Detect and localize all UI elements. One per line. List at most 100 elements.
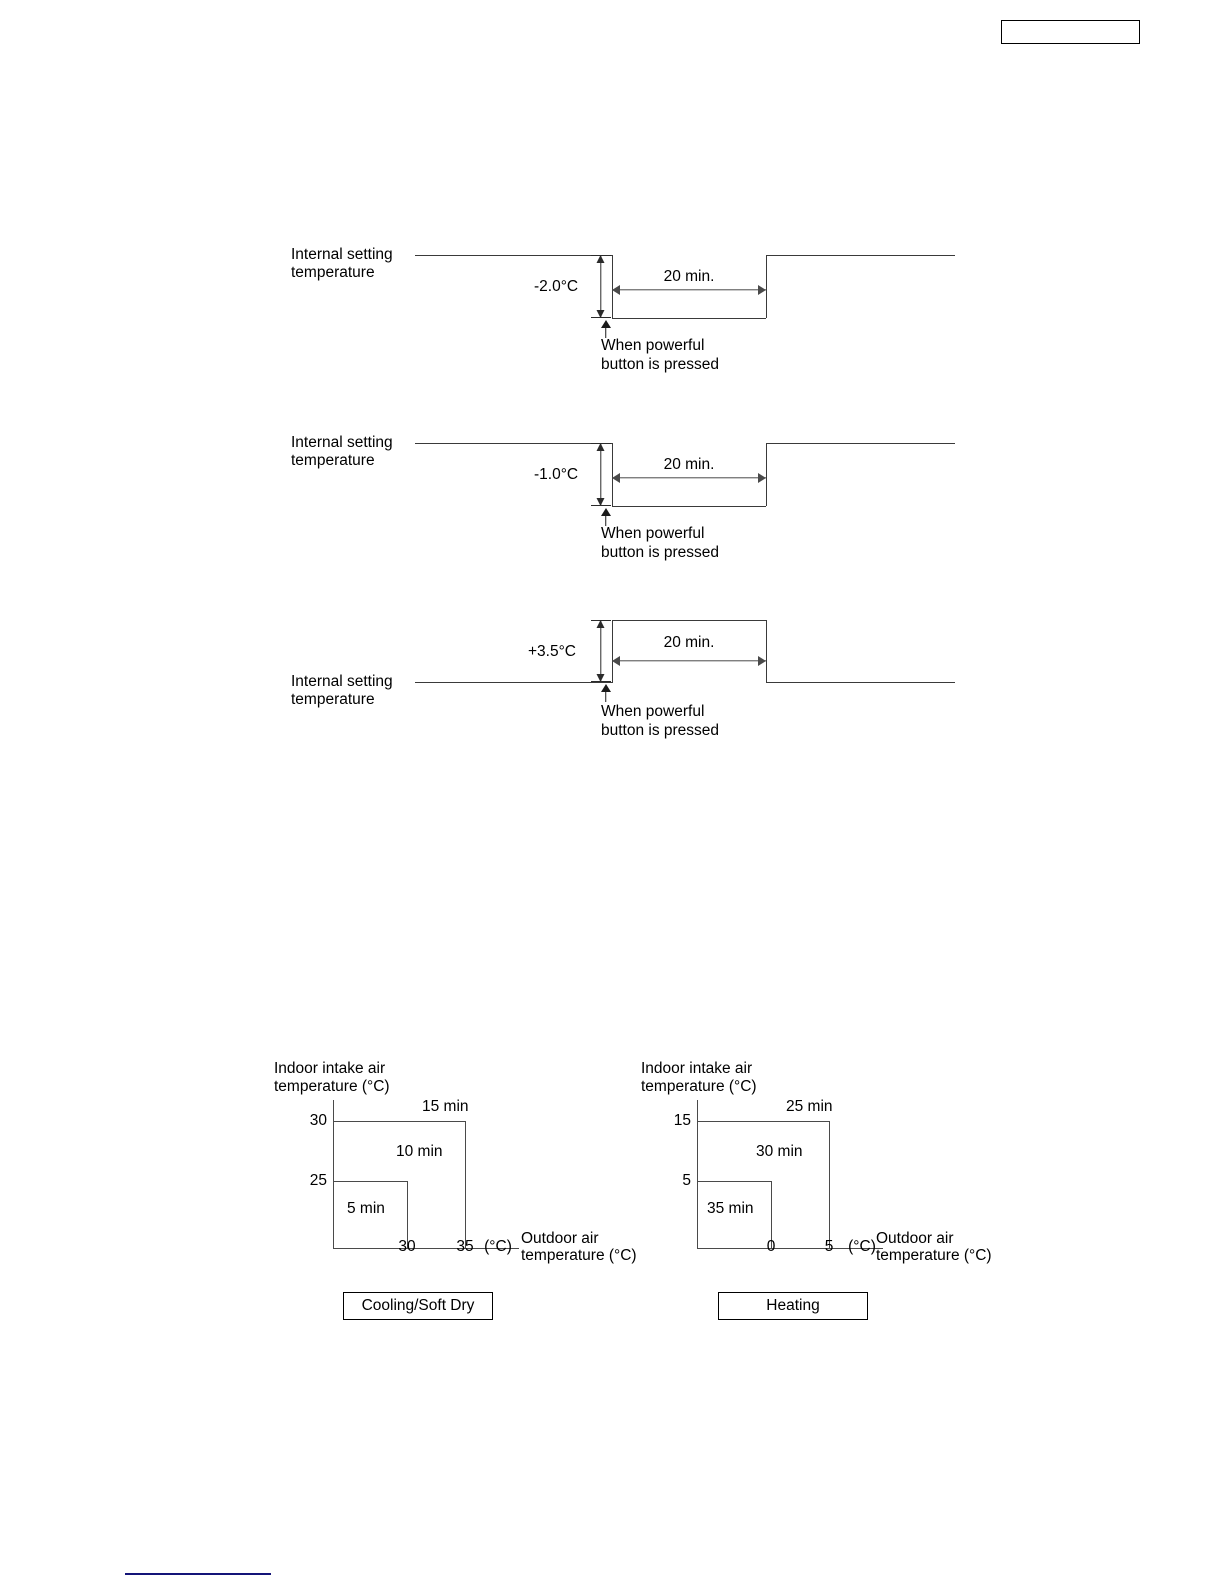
cooling-x-axis — [333, 1248, 519, 1249]
heating-ylabel-line2: temperature (°C) — [641, 1078, 757, 1095]
timing-1-delta-dimension — [591, 255, 611, 318]
timing-3-delta-arrow-up — [596, 620, 605, 628]
timing-1-baseline-left — [415, 255, 613, 256]
timing-2-rising-edge — [766, 443, 767, 506]
timing-2-delta-label: -1.0°C — [534, 466, 579, 483]
timing-1-delta-arrow-up — [596, 255, 605, 263]
timing-3-duration-bar — [612, 660, 766, 662]
timing-1-delta-arrow-down — [596, 310, 605, 318]
heating-region-35min: 35 min — [707, 1200, 754, 1217]
timing-1-delta-tick-bottom — [591, 317, 611, 318]
cooling-y-axis — [333, 1100, 334, 1249]
timing-2-delta-arrow-up — [596, 443, 605, 451]
timing-1-low-level — [612, 318, 766, 319]
timing-2-axis-label-line2: temperature — [291, 452, 375, 469]
heating-x-axis — [697, 1248, 883, 1249]
timing-1-duration-arrow-right — [758, 285, 766, 295]
heating-ytick-5: 5 — [682, 1172, 691, 1189]
timing-3-baseline-right — [766, 682, 955, 683]
cooling-outer-top-edge — [333, 1121, 465, 1122]
timing-3-duration-dimension — [612, 655, 766, 667]
timing-1-baseline-right — [766, 255, 955, 256]
heating-x-unit: (°C) — [848, 1238, 876, 1255]
timing-1-delta-bar — [600, 255, 602, 318]
heating-xlabel-line1: Outdoor air — [876, 1230, 954, 1247]
timing-1-rising-edge — [766, 255, 767, 318]
timing-3-delta-dimension — [591, 620, 611, 682]
cooling-region-5min: 5 min — [347, 1200, 385, 1217]
timing-2-delta-bar — [600, 443, 602, 506]
timing-1-trigger-arrow-head — [600, 320, 611, 328]
heating-caption-box: Heating — [718, 1292, 868, 1320]
timing-3-delta-arrow-down — [596, 674, 605, 682]
timing-1-axis-label-line1: Internal setting — [291, 246, 393, 263]
timing-1-duration-dimension — [612, 284, 766, 296]
timing-2-baseline-left — [415, 443, 613, 444]
cooling-ytick-30: 30 — [309, 1112, 327, 1129]
timing-2-low-level — [612, 506, 766, 507]
heating-xlabel-line2: temperature (°C) — [876, 1247, 992, 1264]
timing-3-delta-bar — [600, 620, 602, 682]
timing-2-trigger-arrow-head — [600, 508, 611, 516]
timing-2-axis-label-line1: Internal setting — [291, 434, 393, 451]
timing-1-duration-arrow-left — [612, 285, 620, 295]
timing-1-trigger-label-line1: When powerful — [601, 337, 705, 354]
timing-1-trigger-label-line2: button is pressed — [601, 356, 720, 373]
heating-region-25min: 25 min — [786, 1098, 833, 1115]
timing-2-delta-arrow-down — [596, 498, 605, 506]
heating-ylabel-line1: Indoor intake air — [641, 1060, 753, 1077]
cooling-xtick-35: 35 — [456, 1238, 474, 1255]
heating-outer-top-edge — [697, 1121, 829, 1122]
cooling-region-10min: 10 min — [396, 1143, 443, 1160]
header-box — [1001, 20, 1140, 44]
timing-3-trigger-arrow-head — [600, 684, 611, 692]
heating-inner-right-edge — [771, 1181, 772, 1248]
cooling-outer-right-edge — [465, 1121, 466, 1248]
timing-3-delta-label: +3.5°C — [528, 643, 576, 660]
timing-1-duration-bar — [612, 289, 766, 291]
cooling-inner-top-edge — [333, 1181, 407, 1182]
cooling-x-unit: (°C) — [484, 1238, 512, 1255]
timing-3-trigger-arrow-shaft — [604, 689, 606, 702]
heating-xtick-5: 5 — [824, 1238, 834, 1255]
timing-3-trigger-label-line1: When powerful — [601, 703, 705, 720]
timing-2-trigger-label-line1: When powerful — [601, 525, 705, 542]
timing-3-axis-label-line2: temperature — [291, 691, 375, 708]
heating-y-axis — [697, 1100, 698, 1249]
cooling-caption-box: Cooling/Soft Dry — [343, 1292, 493, 1320]
timing-3-duration-arrow-right — [758, 656, 766, 666]
timing-3-trigger-arrow-icon — [600, 684, 611, 702]
timing-3-duration-arrow-left — [612, 656, 620, 666]
timing-1-duration-label: 20 min. — [663, 268, 715, 285]
timing-1-axis-label-line2: temperature — [291, 264, 375, 281]
timing-2-trigger-arrow-icon — [600, 508, 611, 526]
heating-xtick-0: 0 — [766, 1238, 776, 1255]
timing-2-duration-arrow-left — [612, 473, 620, 483]
timing-3-axis-label-line1: Internal setting — [291, 673, 393, 690]
heating-inner-top-edge — [697, 1181, 771, 1182]
timing-2-delta-tick-bottom — [591, 505, 611, 506]
cooling-ytick-25: 25 — [309, 1172, 327, 1189]
heating-ytick-15: 15 — [673, 1112, 691, 1129]
heating-outer-right-edge — [829, 1121, 830, 1248]
cooling-region-15min: 15 min — [422, 1098, 469, 1115]
timing-1-trigger-arrow-shaft — [604, 325, 606, 338]
timing-2-delta-dimension — [591, 443, 611, 506]
cooling-ylabel-line1: Indoor intake air — [274, 1060, 386, 1077]
cooling-xlabel-line2: temperature (°C) — [521, 1247, 637, 1264]
timing-1-delta-label: -2.0°C — [534, 278, 579, 295]
cooling-inner-right-edge — [407, 1181, 408, 1248]
cooling-xtick-30: 30 — [398, 1238, 416, 1255]
timing-2-baseline-right — [766, 443, 955, 444]
timing-2-duration-bar — [612, 477, 766, 479]
timing-3-duration-label: 20 min. — [663, 634, 715, 651]
timing-3-rising-edge — [612, 620, 613, 682]
timing-3-delta-tick-bottom — [591, 681, 611, 682]
heating-region-30min: 30 min — [756, 1143, 803, 1160]
timing-3-trigger-label-line2: button is pressed — [601, 722, 720, 739]
timing-2-duration-label: 20 min. — [663, 456, 715, 473]
cooling-xlabel-line1: Outdoor air — [521, 1230, 599, 1247]
footer-rule — [125, 1573, 271, 1575]
timing-3-baseline-left — [415, 682, 613, 683]
